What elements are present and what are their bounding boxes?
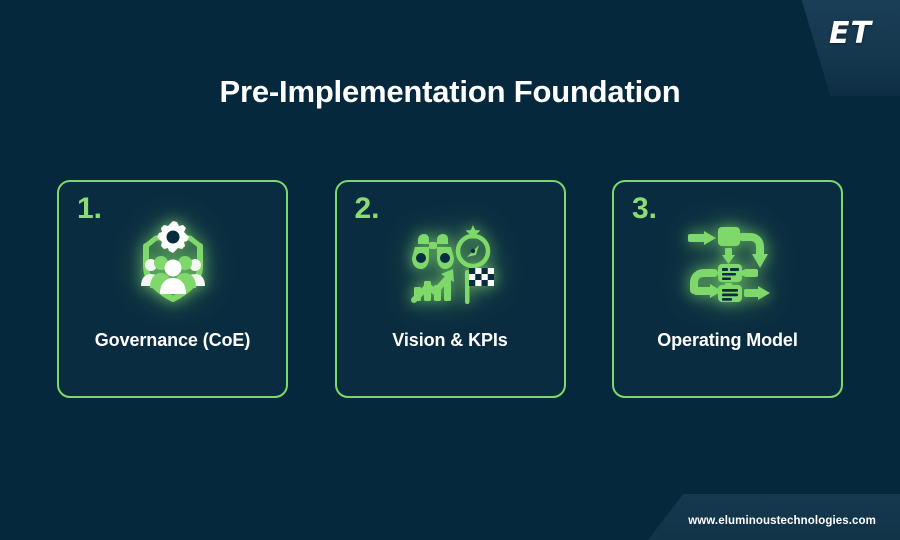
- card-number: 3.: [632, 192, 658, 225]
- process-workflow-loop-icon: [614, 208, 841, 320]
- card-number: 1.: [77, 192, 103, 225]
- card-operating-model[interactable]: 3.: [612, 180, 843, 398]
- card-label: Operating Model: [657, 330, 798, 350]
- website-url: www.eluminoustechnologies.com: [688, 515, 876, 527]
- et-logo: ET: [829, 16, 872, 51]
- card-vision-kpis[interactable]: 2.: [334, 180, 566, 398]
- card-label: Governance (CoE): [94, 330, 251, 350]
- page-title: Pre-Implementation Foundation: [219, 74, 681, 109]
- bottom-right-corner-wedge: [648, 494, 900, 540]
- card-governance[interactable]: 1.: [57, 180, 288, 398]
- card-label: Vision & KPIs: [392, 330, 508, 350]
- shield-people-gear-icon: [59, 208, 286, 320]
- binoculars-compass-chart-flag-icon: [337, 208, 564, 320]
- card-list: 1.: [57, 180, 843, 398]
- card-number: 2.: [354, 192, 380, 225]
